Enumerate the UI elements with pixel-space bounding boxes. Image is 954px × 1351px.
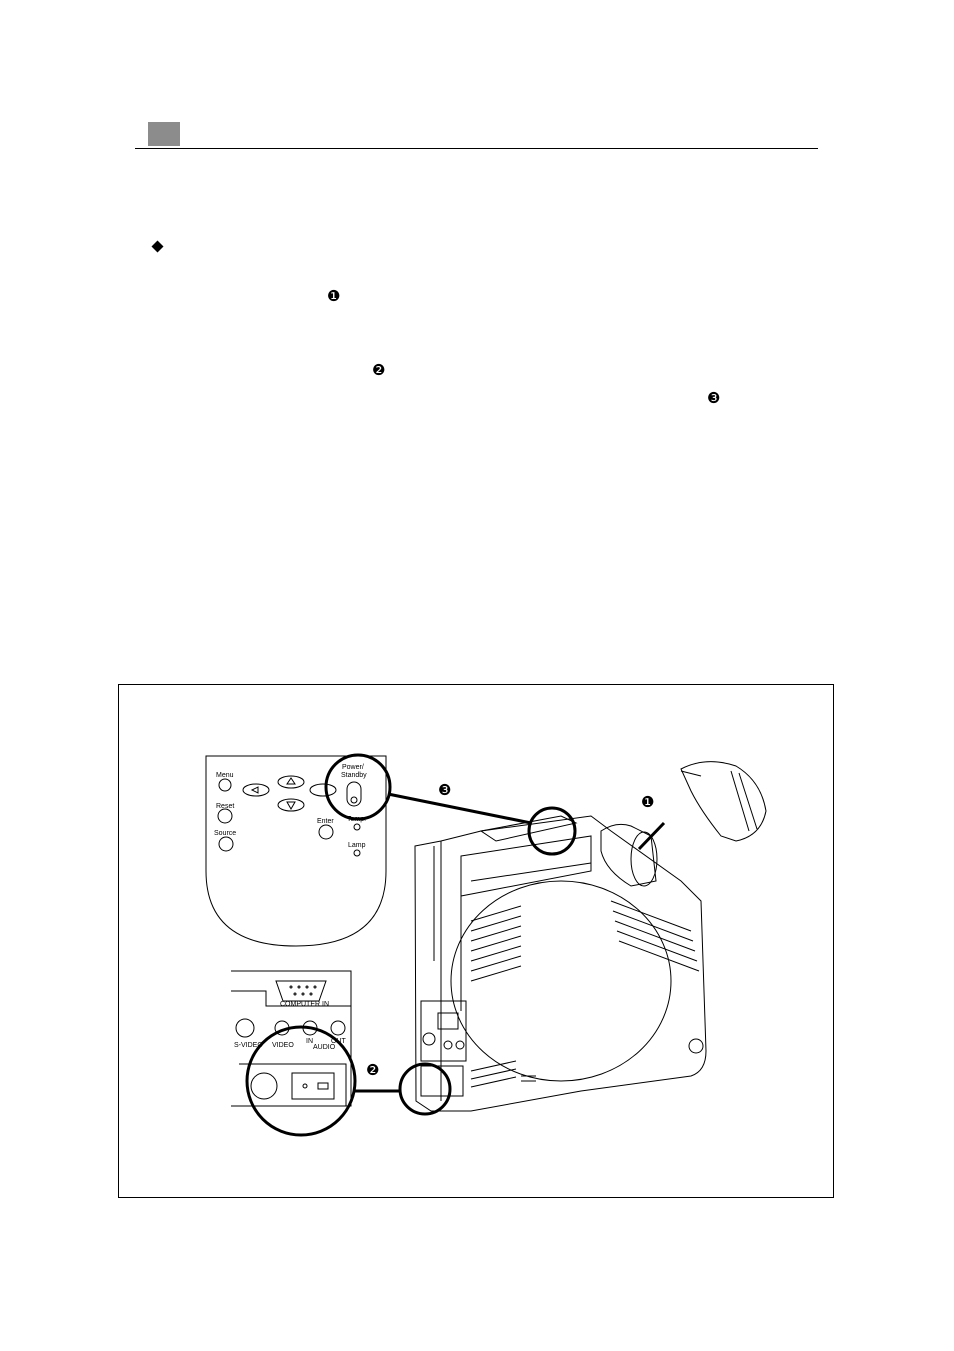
connector-panel-drawing [231, 970, 352, 1107]
audio-in-label: IN [306, 1038, 313, 1045]
callout-two: ❷ [366, 1061, 379, 1079]
video-label: VIDEO [272, 1042, 294, 1049]
reset-label: Reset [216, 803, 234, 810]
power-label-line1: Power/ [342, 764, 364, 771]
menu-label: Menu [216, 772, 234, 779]
callout-three: ❸ [438, 781, 451, 799]
control-panel-drawing [205, 755, 387, 947]
callout-circle-power-socket [245, 1025, 357, 1137]
callout-one: ❶ [641, 793, 654, 811]
figure-frame: Menu Reset Source Enter Power/ Standby T… [118, 684, 834, 1198]
callout-circle-rear-socket [398, 1062, 452, 1116]
lens-cap-drawing [680, 761, 767, 842]
step-marker-one: ❶ [327, 287, 341, 305]
header-tab-square [148, 122, 180, 146]
header-rule [135, 148, 818, 149]
projector-drawing [414, 815, 707, 1112]
enter-label: Enter [317, 818, 334, 825]
step-marker-three: ❸ [707, 389, 721, 407]
source-label: Source [214, 830, 236, 837]
computer-in-label: COMPUTER IN [280, 1001, 329, 1008]
callout-circle-power [324, 753, 392, 821]
step-marker-two: ❷ [372, 361, 386, 379]
diamond-bullet-icon [151, 240, 164, 253]
s-video-label: S-VIDEO [234, 1042, 263, 1049]
audio-out-label: OUT [331, 1038, 347, 1045]
projector-setup-illustration: Menu Reset Source Enter Power/ Standby T… [205, 753, 767, 1137]
audio-label: AUDIO [313, 1044, 336, 1051]
power-label-line2: Standby [341, 772, 367, 779]
temp-label: Temp. [347, 816, 366, 823]
lamp-label: Lamp [348, 842, 366, 849]
callout-circle-top-panel [527, 806, 577, 856]
